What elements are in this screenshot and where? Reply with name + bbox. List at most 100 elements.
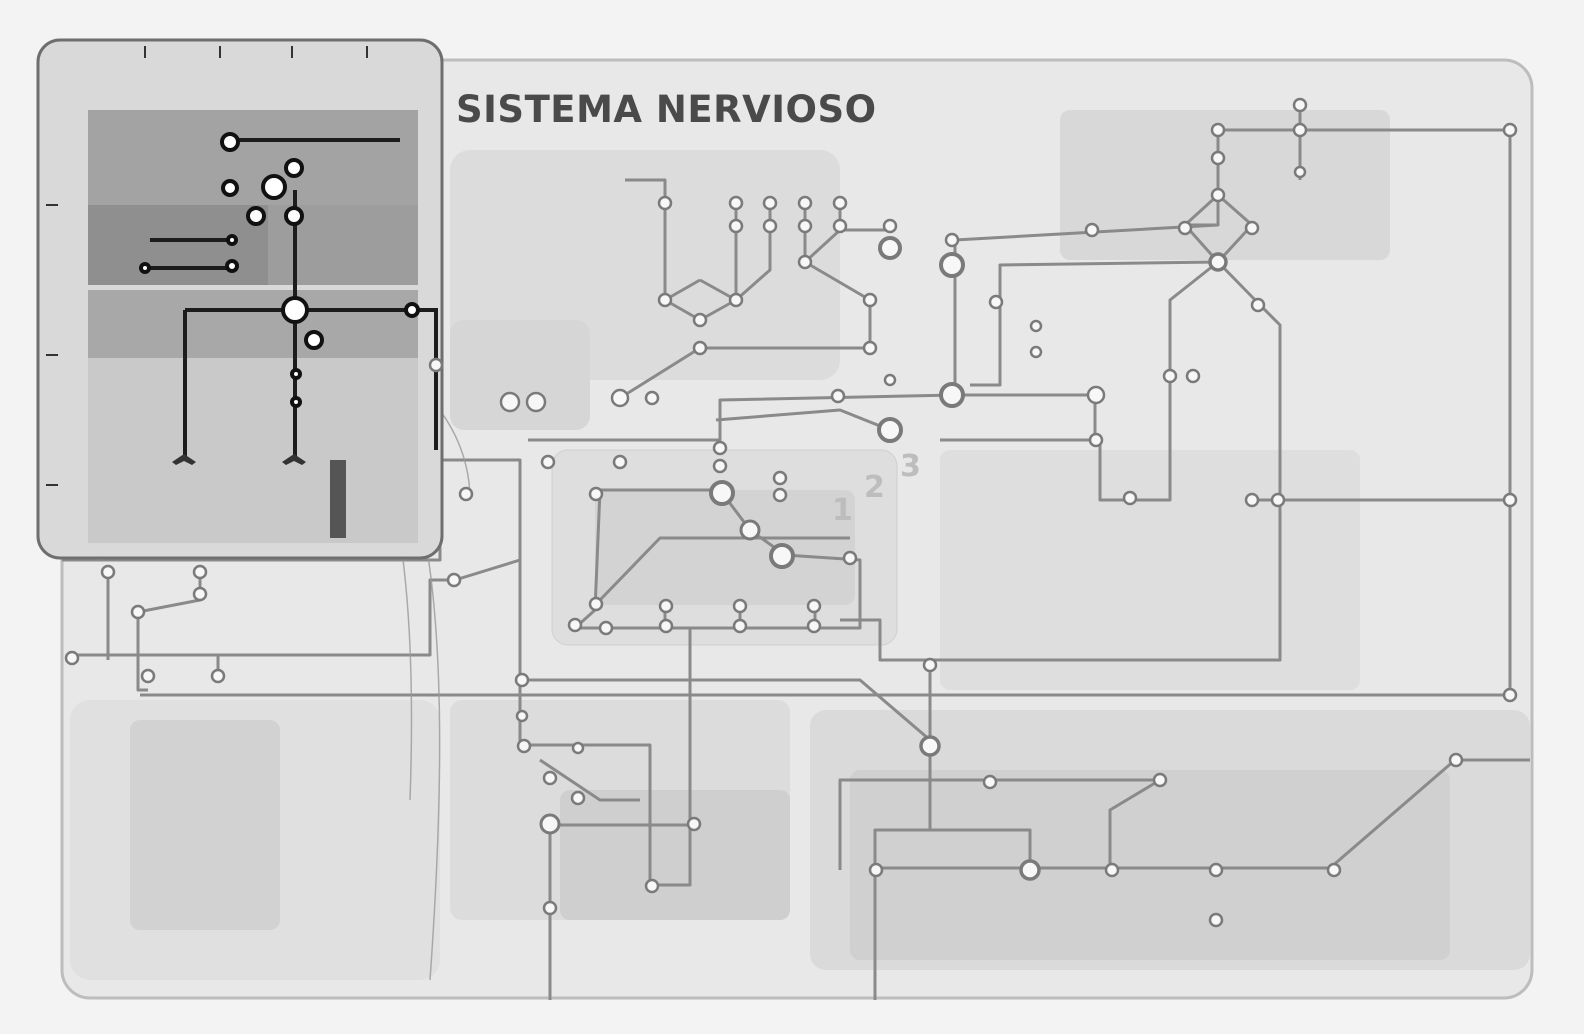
station [515,709,529,723]
inset-station [290,368,302,380]
station [832,218,848,234]
station [806,598,822,614]
station [862,340,878,356]
station [1185,368,1201,384]
station [571,741,585,755]
inset-station [404,302,420,318]
station [1084,222,1100,238]
line-descending [520,678,931,742]
station [428,357,444,373]
station [64,650,80,666]
station-major [877,417,903,443]
station [1270,492,1286,508]
station [1152,772,1168,788]
station [862,292,878,308]
station [1244,492,1260,508]
station-major [939,382,965,408]
station [1293,165,1307,179]
inset-station [261,174,287,200]
inset-station [221,179,239,197]
station [1250,297,1266,313]
station [1502,122,1518,138]
inset-band-4 [88,290,418,358]
station [570,790,586,806]
inset-station [284,158,304,178]
station [883,373,897,387]
station [598,620,614,636]
station [644,878,660,894]
inset-band-2 [88,205,268,285]
station [797,254,813,270]
region-bottom-left-block [130,720,280,930]
station-major [919,735,941,757]
station [540,454,556,470]
station [1244,220,1260,236]
station [542,770,558,786]
station [539,813,561,835]
zone-label-2: 2 [864,470,885,505]
station-major [1208,252,1228,272]
inset-station [225,259,239,273]
zone-label-1: 1 [832,493,853,528]
station [712,458,728,474]
inset-lower [88,358,418,543]
station [657,292,673,308]
station [1208,862,1224,878]
station [644,390,660,406]
station-major [709,480,735,506]
inset-stations [139,132,420,408]
spinal-inset [36,38,444,560]
station [692,312,708,328]
station [797,218,813,234]
station [772,487,788,503]
station [1292,122,1308,138]
station [192,564,208,580]
region-right-lower [940,450,1360,690]
station [1502,492,1518,508]
region-bottom-mid-dark [560,790,790,920]
station [944,232,960,248]
station [1502,687,1518,703]
region-right-top [1060,110,1390,260]
station [832,195,848,211]
station-major [878,236,902,260]
station [192,586,208,602]
station [806,618,822,634]
station [1162,368,1178,384]
station [732,598,748,614]
station [882,218,898,234]
station [728,195,744,211]
station [458,486,474,502]
station [446,572,462,588]
network-stations [64,97,1518,928]
station [514,672,530,688]
station-major [769,543,795,569]
station [210,668,226,684]
station-major [1019,859,1041,881]
station [842,550,858,566]
station [1177,220,1193,236]
inset-station [290,396,302,408]
terminal-glyph [172,454,196,465]
station [1086,385,1106,405]
station [1029,319,1043,333]
inset-terminals [172,454,346,538]
inset-station [226,234,238,246]
region-center-inner [595,490,855,605]
station [1210,150,1226,166]
station [567,617,583,633]
station [1326,862,1342,878]
inset-band-1 [88,110,418,205]
region-left-mid [450,320,590,430]
station [612,454,628,470]
station [772,470,788,486]
station [610,388,630,408]
station [692,340,708,356]
station [1448,752,1464,768]
station [728,292,744,308]
region-bottom-right-inner [850,770,1450,960]
station [988,294,1004,310]
inset-station [139,262,151,274]
